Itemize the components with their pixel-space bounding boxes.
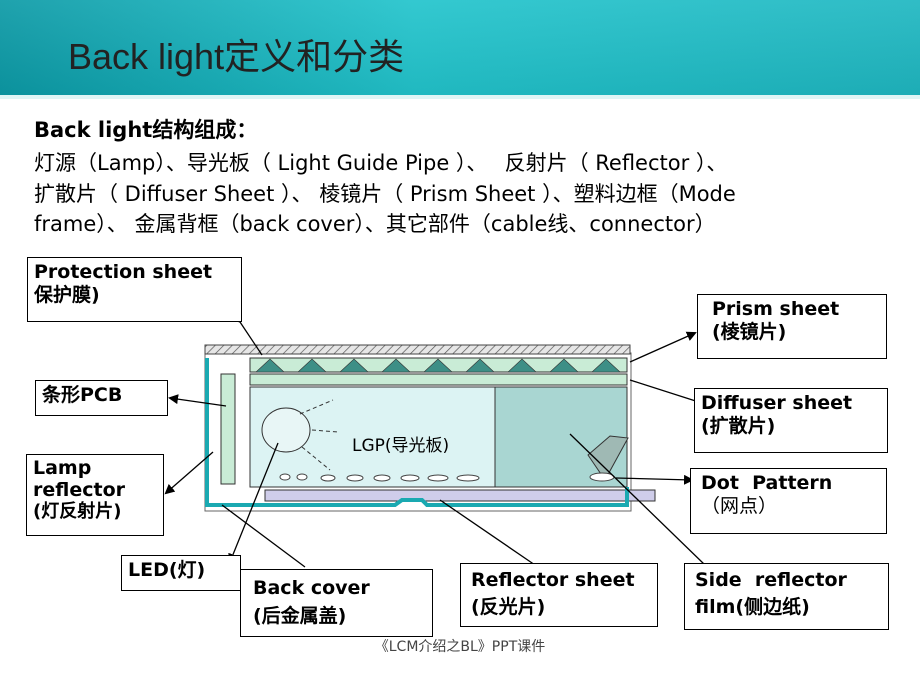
label-line: Side reflector [695,569,847,591]
label-line: 条形PCB [42,384,123,406]
label-prism-sheet: Prism sheet (棱镜片) [697,294,887,359]
title-stripe [0,95,920,99]
label-line: Reflector sheet [471,569,635,591]
leader-side [569,433,706,566]
leader-lamp [164,451,214,495]
label-diffuser-sheet: Diffuser sheet (扩散片) [694,388,888,453]
diffuser-sheet [249,373,628,386]
label-line: reflector [33,479,125,501]
label-line: (棱镜片) [712,321,787,343]
label-back-cover: Back cover (后金属盖) [240,569,433,637]
label-reflector-sheet: Reflector sheet (反光片) [460,563,658,627]
side-reflector-film [587,435,629,481]
leader-protection [239,321,263,356]
label-line: (扩散片) [701,415,776,437]
prism-triangles [255,358,621,373]
leader-back [221,504,306,568]
leader-led [228,442,279,564]
label-line: Lamp [33,457,92,479]
reflector-sheet [264,489,656,502]
lgp-label: LGP(导光板) [352,436,450,456]
label-side-reflector-film: Side reflector film(侧边纸) [684,563,889,630]
title-band [0,0,920,95]
dot-pattern [279,472,615,482]
label-line: Back cover [253,577,370,599]
label-strip-pcb: 条形PCB [35,380,168,416]
back-cover [205,358,629,507]
label-line: （网点） [701,495,778,517]
led-lamp [261,407,311,453]
label-line: (反光片) [471,596,546,618]
leader-prism [629,331,697,363]
footer-caption: 《LCM介绍之BL》PPT课件 [374,639,546,655]
subheading: Back light结构组成： [34,118,258,142]
body-text: 灯源（Lamp）、导光板（ Light Guide Pipe ）、 反射片（ R… [34,148,894,240]
label-line: film(侧边纸) [695,596,810,618]
label-line: LED(灯) [128,559,206,581]
label-led: LED(灯) [121,555,241,591]
label-line: (灯反射片) [33,501,122,522]
slide-title: Back light定义和分类 [68,36,405,77]
leader-dot [615,474,694,485]
protection-sheet [204,344,631,355]
leader-diffuser [629,379,707,407]
body-line: 灯源（Lamp）、导光板（ Light Guide Pipe ）、 反射片（ R… [34,151,728,175]
body-line: frame）、 金属背框（back cover）、其它部件（cable线、con… [34,212,716,236]
strip-pcb [220,373,236,485]
label-line: 保护膜) [34,284,100,306]
leader-reflector [439,499,536,566]
label-dot-pattern: Dot Pattern （网点） [690,468,887,534]
light-rays [299,399,339,471]
label-line: Prism sheet [712,298,840,320]
label-line: Protection sheet [34,261,213,283]
label-line: Dot Pattern [701,472,833,494]
leader-pcb [168,394,227,407]
body-line: 扩散片（ Diffuser Sheet ）、 棱镜片（ Prism Sheet … [34,181,736,206]
label-line: (后金属盖) [253,605,347,627]
label-lamp-reflector: Lamp reflector (灯反射片) [26,454,164,536]
label-protection-sheet: Protection sheet 保护膜) [27,257,242,322]
label-line: Diffuser sheet [701,392,853,414]
